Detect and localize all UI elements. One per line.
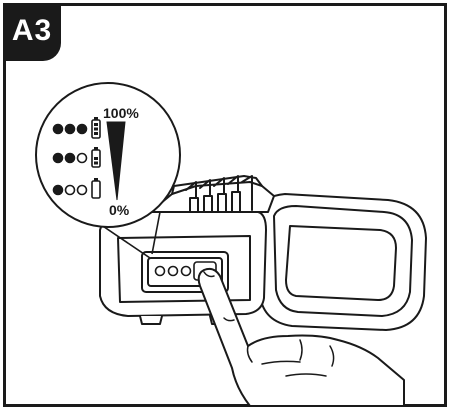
led-off-icon [64,184,76,196]
pack-led-3 [180,265,192,277]
led-off-icon [76,152,88,164]
legend-row-mid [52,147,101,168]
led-on-icon [64,123,76,135]
led-on-icon [52,123,64,135]
pack-led-2 [167,265,179,277]
level-min-label: 0% [109,202,130,218]
led-legend [52,117,101,199]
legend-row-low [52,178,101,199]
pack-led-1 [154,265,166,277]
figure-label-badge: A3 [3,3,61,61]
charge-wedge-icon [106,121,126,201]
led-on-icon [52,152,64,164]
battery-mid-icon [91,147,101,168]
battery-empty-icon [91,178,101,199]
legend-row-full [52,117,101,139]
led-on-icon [52,184,64,196]
led-on-icon [64,152,76,164]
battery-full-icon [91,117,101,139]
led-off-icon [76,184,88,196]
level-max-label: 100% [103,105,139,121]
led-on-icon [76,123,88,135]
pointing-hand [197,267,405,407]
